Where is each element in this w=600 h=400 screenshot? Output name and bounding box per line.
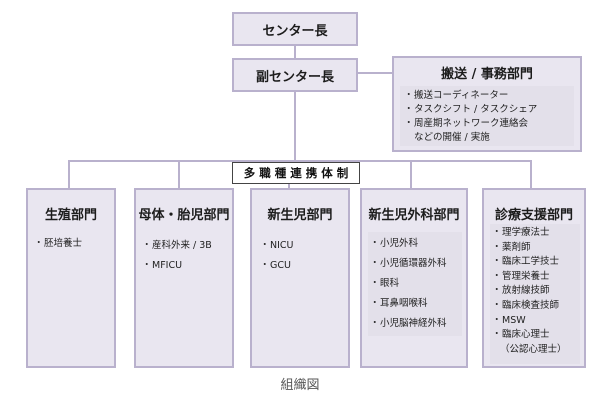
list-item: ・MSW <box>492 314 526 326</box>
connector-drop-5 <box>530 160 532 188</box>
connector-top-vice <box>294 46 296 60</box>
list-item: ・NICU <box>260 240 294 251</box>
neonatal-surgery-list: ・小児外科 ・小児循環器外科 ・眼科 ・耳鼻咽喉科 ・小児脳神経外科 <box>368 232 462 336</box>
list-item-continuation: などの開催 / 実施 <box>414 132 490 143</box>
list-item: ・管理栄養士 <box>492 270 550 282</box>
list-item: ・GCU <box>260 260 291 271</box>
maternal-fetal-dept-title: 母体・胎児部門 <box>138 208 230 223</box>
list-item: ・小児脳神経外科 <box>370 318 447 329</box>
multidisciplinary-banner: 多 職 種 連 携 体 制 <box>232 162 360 184</box>
center-director-title: センター長 <box>262 23 328 39</box>
neonatal-dept-title: 新生児部門 <box>267 208 333 223</box>
connector-horizontal <box>68 160 532 162</box>
list-item: ・理学療法士 <box>492 227 550 238</box>
list-item: ・放射線技師 <box>492 285 550 297</box>
list-item: ・薬剤師 <box>492 241 531 253</box>
center-director-box: センター長 <box>232 12 358 46</box>
clinical-support-list: ・理学療法士 ・薬剤師 ・臨床工学技士 ・管理栄養士 ・放射線技師 ・臨床検査技… <box>490 224 580 364</box>
list-item: ・MFICU <box>142 260 183 271</box>
connector-vice-transport <box>358 72 392 74</box>
list-item: ・臨床工学技士 <box>492 256 560 268</box>
connector-vice-banner <box>294 92 296 160</box>
clinical-support-dept-title: 診療支援部門 <box>494 208 573 223</box>
neonatal-surgery-dept-title: 新生児外科部門 <box>368 208 460 223</box>
figure-caption: 組織図 <box>280 378 320 393</box>
neonatal-surgery-dept-box: 新生児外科部門 ・小児外科 ・小児循環器外科 ・眼科 ・耳鼻咽喉科 ・小児脳神経… <box>360 188 468 368</box>
clinical-support-dept-box: 診療支援部門 ・理学療法士 ・薬剤師 ・臨床工学技士 ・管理栄養士 ・放射線技師… <box>482 188 586 368</box>
list-item: ・臨床心理士 <box>492 329 550 341</box>
list-item: ・眼科 <box>370 278 400 289</box>
list-item: ・タスクシフト / タスクシェア <box>404 104 538 115</box>
vice-director-box: 副センター長 <box>232 58 358 92</box>
list-item: ・小児外科 <box>370 238 419 249</box>
connector-drop-4 <box>410 160 412 188</box>
reproductive-dept-box: 生殖部門 ・胚培養士 <box>26 188 116 368</box>
list-item: ・周産期ネットワーク連絡会 <box>404 118 529 129</box>
vice-director-title: 副センター長 <box>255 69 334 85</box>
neonatal-dept-box: 新生児部門 ・NICU ・GCU <box>250 188 350 368</box>
list-item-continuation: （公認心理士） <box>500 343 567 355</box>
maternal-fetal-dept-box: 母体・胎児部門 ・産科外来 / 3B ・MFICU <box>134 188 234 368</box>
list-item: ・臨床検査技師 <box>492 299 560 311</box>
list-item: ・小児循環器外科 <box>370 258 447 269</box>
list-item: ・搬送コーディネーター <box>404 90 509 101</box>
connector-drop-1 <box>68 160 70 188</box>
transport-admin-box: 搬送 / 事務部門 ・搬送コーディネーター ・タスクシフト / タスクシェア ・… <box>392 56 582 152</box>
transport-admin-title: 搬送 / 事務部門 <box>441 67 533 82</box>
reproductive-dept-title: 生殖部門 <box>44 208 97 223</box>
transport-admin-list: ・搬送コーディネーター ・タスクシフト / タスクシェア ・周産期ネットワーク連… <box>400 86 574 146</box>
list-item: ・耳鼻咽喉科 <box>370 298 428 309</box>
multidisciplinary-label: 多 職 種 連 携 体 制 <box>243 166 349 180</box>
connector-drop-2 <box>178 160 180 188</box>
list-item: ・胚培養士 <box>34 238 83 249</box>
list-item: ・産科外来 / 3B <box>142 240 212 251</box>
